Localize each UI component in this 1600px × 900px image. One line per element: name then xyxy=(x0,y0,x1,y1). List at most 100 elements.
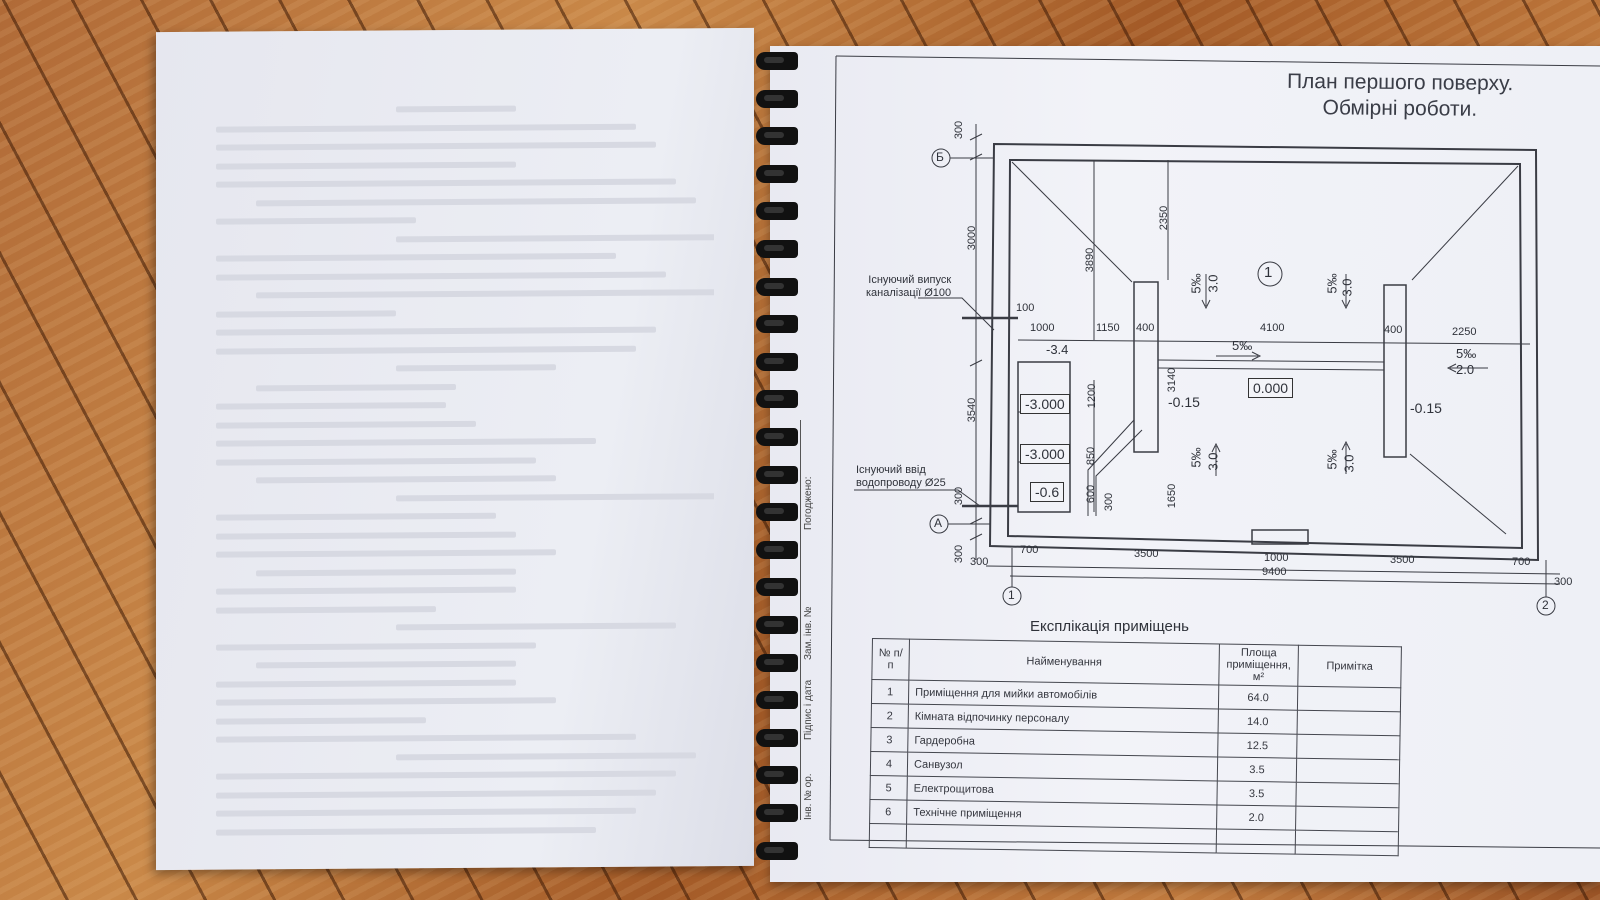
dim-100: 100 xyxy=(1016,302,1035,314)
level-m015-b: -0.15 xyxy=(1410,400,1442,416)
dim-line-bottom xyxy=(985,565,1561,575)
dim-3500-a: 3500 xyxy=(1134,548,1159,560)
dim-1150: 1150 xyxy=(1096,322,1120,334)
slope-arrow-2 xyxy=(1341,274,1351,310)
row-note xyxy=(1295,806,1399,832)
row-note xyxy=(1295,782,1400,808)
header-name: Найменування xyxy=(908,639,1220,685)
corner-line-tr xyxy=(1411,165,1519,281)
slope-arrow-3 xyxy=(1216,351,1262,361)
row-num: 4 xyxy=(870,751,908,777)
frame-bottom-line xyxy=(829,839,1600,849)
row-num: 3 xyxy=(870,727,909,753)
stamp-field-signature: Підпис і дата xyxy=(803,679,814,740)
slope-4: 5‰ xyxy=(1456,346,1477,361)
binding-ring xyxy=(756,315,798,334)
binding-ring xyxy=(756,352,798,371)
header-area: Площа приміщення, м² xyxy=(1218,643,1299,687)
empty-cell xyxy=(906,824,1217,853)
binding-ring xyxy=(756,804,798,822)
drain-channel xyxy=(1157,359,1385,371)
dim-3890: 3890 xyxy=(1084,247,1097,273)
row-num: 6 xyxy=(869,799,907,825)
header-note: Примітка xyxy=(1297,645,1402,688)
axis-a-label: А xyxy=(934,516,943,530)
room-1-label: 1 xyxy=(1264,264,1273,281)
level-m015-a: -0.15 xyxy=(1168,394,1200,410)
outer-wall xyxy=(988,142,1540,562)
sewer-leader xyxy=(918,297,995,331)
dim-300-left: 300 xyxy=(953,486,966,506)
binding-ring xyxy=(756,428,798,446)
slope-6-value: 3.0 xyxy=(1341,454,1357,473)
binding-ring xyxy=(756,465,798,484)
water-leader xyxy=(854,489,981,507)
dim-3000: 3000 xyxy=(966,225,979,251)
binding-ring xyxy=(756,127,798,146)
dim-9400: 9400 xyxy=(1262,566,1287,578)
dim-2350: 2350 xyxy=(1158,205,1171,231)
dim-400-b: 400 xyxy=(1384,324,1403,336)
binding-ring xyxy=(756,540,798,559)
water-label: Існуючий ввід водопроводу Ø25 xyxy=(856,464,946,490)
row-note xyxy=(1297,710,1401,736)
row-area: 3.5 xyxy=(1216,780,1297,807)
explication-table: № п/п Найменування Площа приміщення, м² … xyxy=(869,638,1402,856)
stamp-field-replace: Зам. інв. № xyxy=(803,606,814,660)
dim-300-mid: 300 xyxy=(1103,492,1116,512)
empty-cell xyxy=(869,823,907,849)
dim-4100: 4100 xyxy=(1260,322,1285,334)
row-num: 2 xyxy=(871,703,909,729)
dim-300-bottom: 300 xyxy=(970,556,989,568)
dim-300-right: 300 xyxy=(1554,576,1573,588)
dim-ticks-left xyxy=(969,133,983,541)
binding-ring xyxy=(756,89,798,108)
slope-arrow-4 xyxy=(1446,363,1488,373)
row-num: 1 xyxy=(871,679,909,705)
row-area: 2.0 xyxy=(1216,804,1296,831)
axis-1-label: 1 xyxy=(1008,588,1015,602)
binding-ring xyxy=(756,766,798,785)
dim-1200: 1200 xyxy=(1086,383,1099,409)
dim-3540: 3540 xyxy=(966,397,979,423)
water-label-line2: водопроводу Ø25 xyxy=(856,477,946,489)
slope-4-value: 2.0 xyxy=(1456,362,1475,377)
dim-1000-b: 1000 xyxy=(1264,552,1289,564)
binding-ring xyxy=(756,277,798,296)
level-zero: 0.000 xyxy=(1248,378,1294,398)
level-m34: -3.4 xyxy=(1046,342,1069,357)
header-num: № п/п xyxy=(871,638,910,681)
row-note xyxy=(1296,734,1401,760)
binding-ring xyxy=(756,390,798,409)
water-label-line1: Існуючий ввід xyxy=(856,464,926,476)
binding-ring xyxy=(756,841,798,860)
slope-1: 5‰ xyxy=(1188,273,1204,294)
title-line-1: План першого поверху. xyxy=(1286,69,1514,96)
corner-line-tl xyxy=(1011,161,1133,283)
stamp-field-inv-orig: Інв. № ор. xyxy=(803,773,814,820)
binding-ring xyxy=(756,164,798,183)
drawing-title: План першого поверху. Обмірні роботи. xyxy=(1270,69,1531,124)
binding-ring xyxy=(756,202,798,221)
axis-b-label: Б xyxy=(936,150,944,164)
drain-branch xyxy=(1087,419,1143,516)
binding-ring xyxy=(756,503,798,522)
slope-5-value: 3.0 xyxy=(1205,452,1221,471)
dim-850: 850 xyxy=(1085,446,1098,466)
row-area: 3.5 xyxy=(1217,756,1297,783)
corner-line-br xyxy=(1409,453,1507,535)
slope-1-value: 3.0 xyxy=(1205,274,1221,293)
dim-700-a: 700 xyxy=(1020,544,1039,556)
binding-ring xyxy=(756,691,798,710)
level-m3000-a: -3.000 xyxy=(1020,394,1070,414)
explication-title: Експлікація приміщень xyxy=(1030,618,1189,635)
dim-3500-b: 3500 xyxy=(1390,554,1415,566)
dim-lines-vertical xyxy=(1093,160,1169,512)
dim-3140: 3140 xyxy=(1166,367,1179,393)
dim-600: 600 xyxy=(1085,484,1098,504)
row-num: 5 xyxy=(869,775,908,801)
dim-2250: 2250 xyxy=(1452,326,1477,338)
slope-2-value: 3.0 xyxy=(1339,278,1355,297)
dim-400-a: 400 xyxy=(1136,322,1155,334)
